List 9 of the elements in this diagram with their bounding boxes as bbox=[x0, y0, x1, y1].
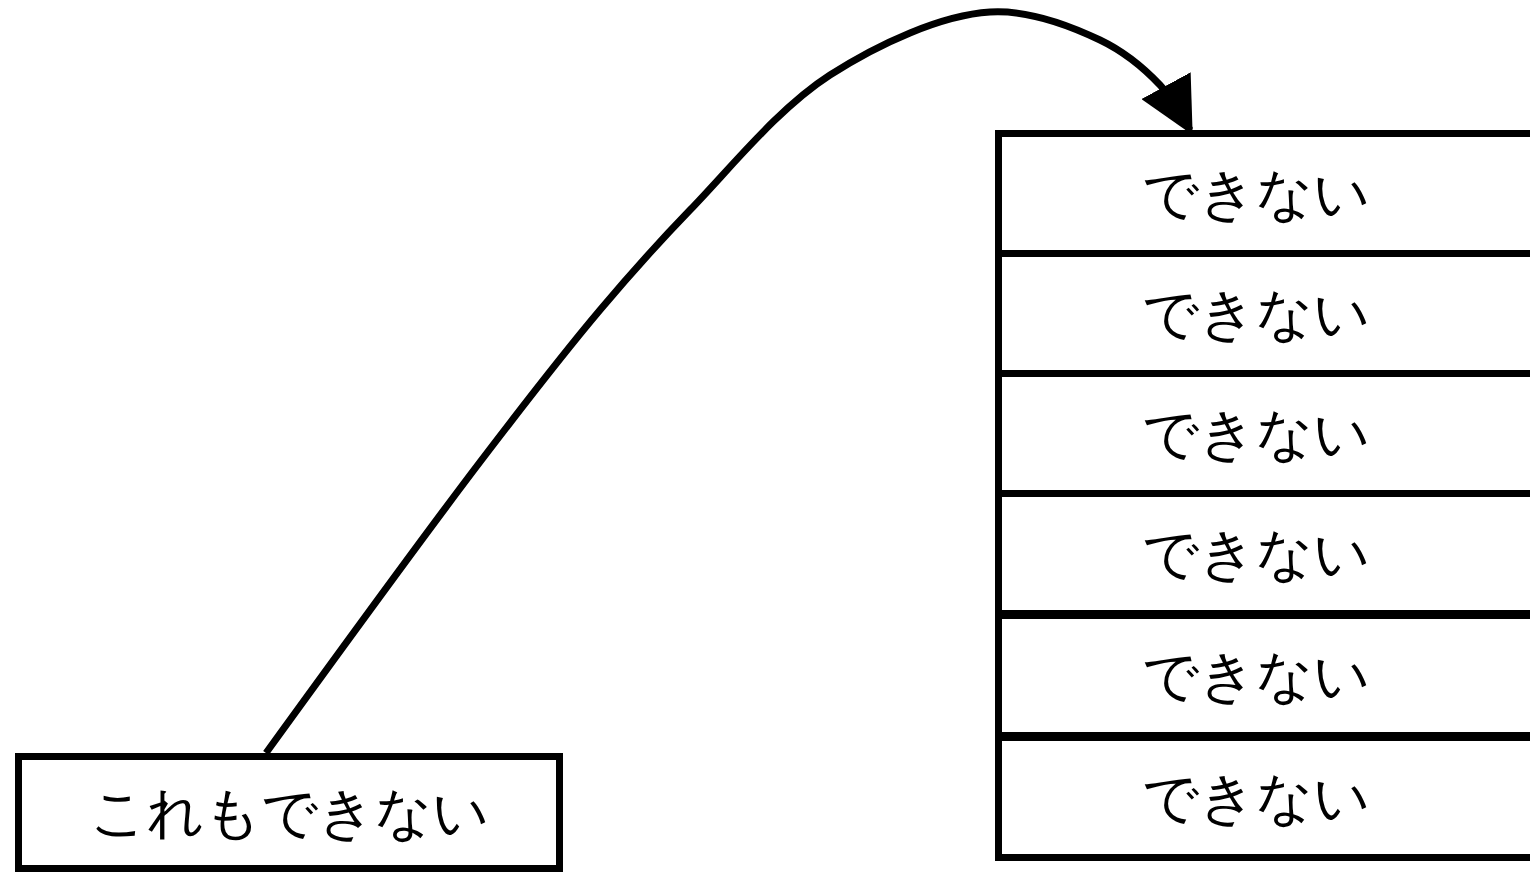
box-label: できない bbox=[1142, 402, 1370, 465]
box-label: できない bbox=[1142, 162, 1370, 225]
box-label: これもできない bbox=[89, 781, 489, 844]
box-label: できない bbox=[1142, 766, 1370, 829]
text-box bbox=[15, 753, 563, 872]
box-label: できない bbox=[1142, 522, 1370, 585]
arrow bbox=[263, 8, 1194, 756]
box-label: できない bbox=[1142, 644, 1370, 707]
box-label: できない bbox=[1142, 282, 1370, 345]
